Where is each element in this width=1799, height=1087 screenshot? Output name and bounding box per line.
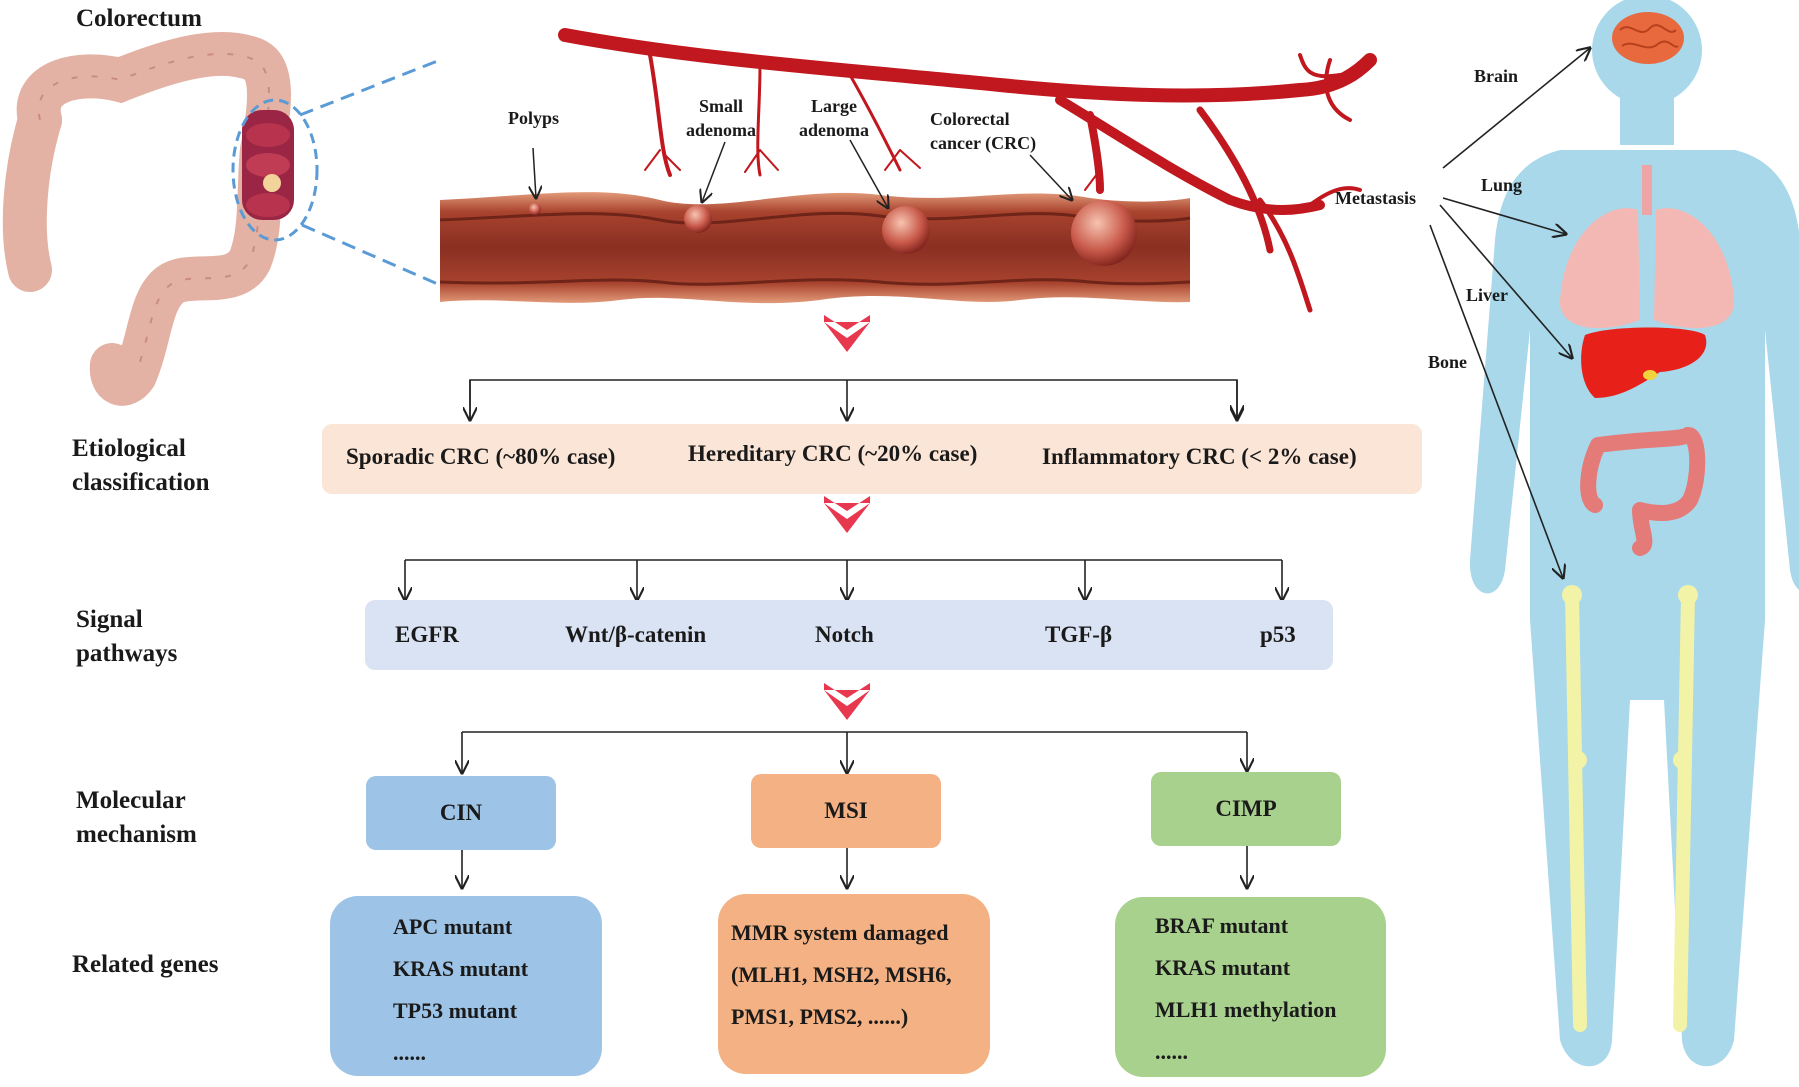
colon-illustration bbox=[2, 31, 441, 406]
etiology-box: Sporadic CRC (~80% case) Hereditary CRC … bbox=[322, 424, 1422, 494]
gene-item: BRAF mutant bbox=[1155, 913, 1289, 938]
liver-label: Liver bbox=[1466, 285, 1508, 305]
polyps-label: Polyps bbox=[508, 108, 560, 128]
connector-lines bbox=[405, 379, 1282, 888]
gene-item: APC mutant bbox=[393, 914, 513, 939]
gene-item: MMR system damaged bbox=[731, 920, 949, 945]
pathway-tgf: TGF-β bbox=[1045, 622, 1113, 647]
pathway-notch: Notch bbox=[815, 622, 874, 647]
hereditary-crc: Hereditary CRC (~20% case) bbox=[688, 441, 978, 466]
gene-item: PMS1, PMS2, ......) bbox=[731, 1004, 909, 1029]
crc-label: Colorectal cancer (CRC) bbox=[930, 109, 1037, 153]
cimp-box: CIMP bbox=[1151, 772, 1341, 846]
cimp-genes-box: BRAF mutant KRAS mutant MLH1 methylation… bbox=[1115, 897, 1386, 1077]
molecular-mechanism-label: Molecular mechanism bbox=[76, 787, 197, 848]
gene-item: KRAS mutant bbox=[393, 956, 529, 981]
msi-genes-box: MMR system damaged (MLH1, MSH2, MSH6, PM… bbox=[718, 894, 990, 1074]
signal-pathways-label: Signal pathways bbox=[76, 606, 178, 667]
inflammatory-crc: Inflammatory CRC (< 2% case) bbox=[1042, 444, 1357, 469]
pathway-wnt: Wnt/β-catenin bbox=[565, 622, 707, 647]
blood-vessels bbox=[558, 28, 1377, 313]
gene-item: KRAS mutant bbox=[1155, 955, 1291, 980]
human-body bbox=[1469, 0, 1799, 1067]
gene-item: ...... bbox=[393, 1040, 426, 1065]
gene-item: (MLH1, MSH2, MSH6, bbox=[731, 962, 952, 987]
gene-item: TP53 mutant bbox=[393, 998, 518, 1023]
metastasis-arrows bbox=[1429, 48, 1590, 578]
metastasis-label: Metastasis bbox=[1335, 188, 1416, 208]
cin-genes-box: APC mutant KRAS mutant TP53 mutant .....… bbox=[330, 896, 602, 1076]
pathways-box: EGFR Wnt/β-catenin Notch TGF-β p53 bbox=[365, 600, 1333, 670]
sporadic-crc: Sporadic CRC (~80% case) bbox=[346, 444, 616, 469]
gene-item: ...... bbox=[1155, 1039, 1188, 1064]
msi-box: MSI bbox=[751, 774, 941, 848]
pathway-egfr: EGFR bbox=[395, 622, 459, 647]
etiological-label: Etiological classification bbox=[72, 435, 210, 496]
small-adenoma-label: Small adenoma bbox=[686, 96, 757, 140]
related-genes-label: Related genes bbox=[72, 951, 219, 978]
brain-label: Brain bbox=[1474, 66, 1519, 86]
cin-box: CIN bbox=[366, 776, 556, 850]
chevron-arrows bbox=[824, 315, 870, 720]
colon-segment bbox=[439, 139, 1191, 304]
colorectum-label: Colorectum bbox=[76, 5, 202, 32]
pathway-p53: p53 bbox=[1260, 622, 1296, 647]
lung-label: Lung bbox=[1481, 175, 1523, 195]
gene-item: MLH1 methylation bbox=[1155, 997, 1337, 1022]
large-adenoma-label: Large adenoma bbox=[799, 96, 870, 140]
bone-label: Bone bbox=[1428, 352, 1468, 372]
